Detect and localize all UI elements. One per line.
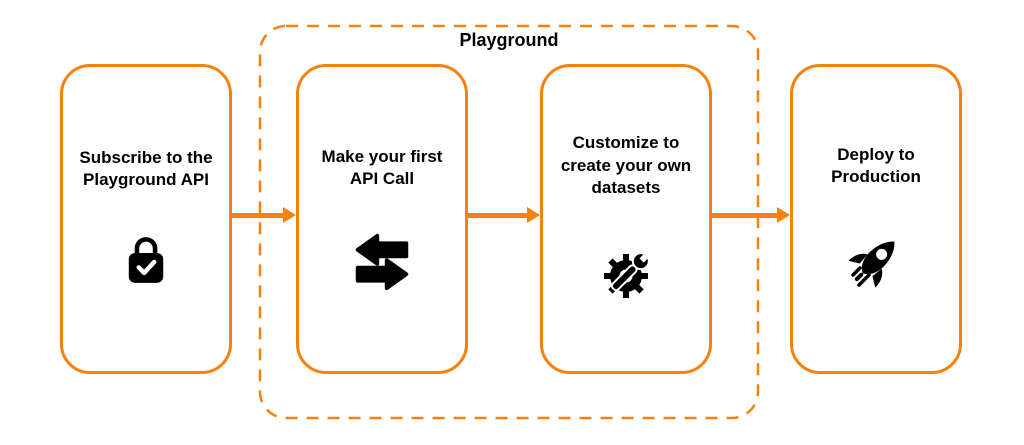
step-label: Customize to create your own datasets <box>560 133 692 198</box>
step-first-api-call: Make your first API Call <box>296 64 468 374</box>
arrow-shaft <box>468 212 527 218</box>
playground-group-outline <box>258 24 760 420</box>
step-subscribe-api: Subscribe to the Playground API <box>60 64 232 374</box>
step-label: Make your first API Call <box>321 146 443 188</box>
step-deploy-production: Deploy to Production <box>790 64 962 374</box>
flow-arrow <box>468 207 540 223</box>
arrow-head <box>527 207 540 223</box>
flow-arrow <box>712 207 790 223</box>
arrow-shaft <box>232 212 283 218</box>
gear-wrench-icon <box>594 242 658 306</box>
step-label: Deploy to Production <box>831 144 921 186</box>
shopping-bag-check-icon <box>117 233 175 291</box>
arrow-head <box>283 207 296 223</box>
flow-arrow <box>232 207 296 223</box>
step-label: Subscribe to the Playground API <box>79 147 213 189</box>
playground-group-label: Playground <box>459 30 559 50</box>
arrow-head <box>777 207 790 223</box>
step-customize-datasets: Customize to create your own datasets <box>540 64 712 374</box>
exchange-arrows-icon <box>352 232 412 292</box>
arrow-shaft <box>712 212 777 218</box>
rocket-icon <box>844 230 908 294</box>
